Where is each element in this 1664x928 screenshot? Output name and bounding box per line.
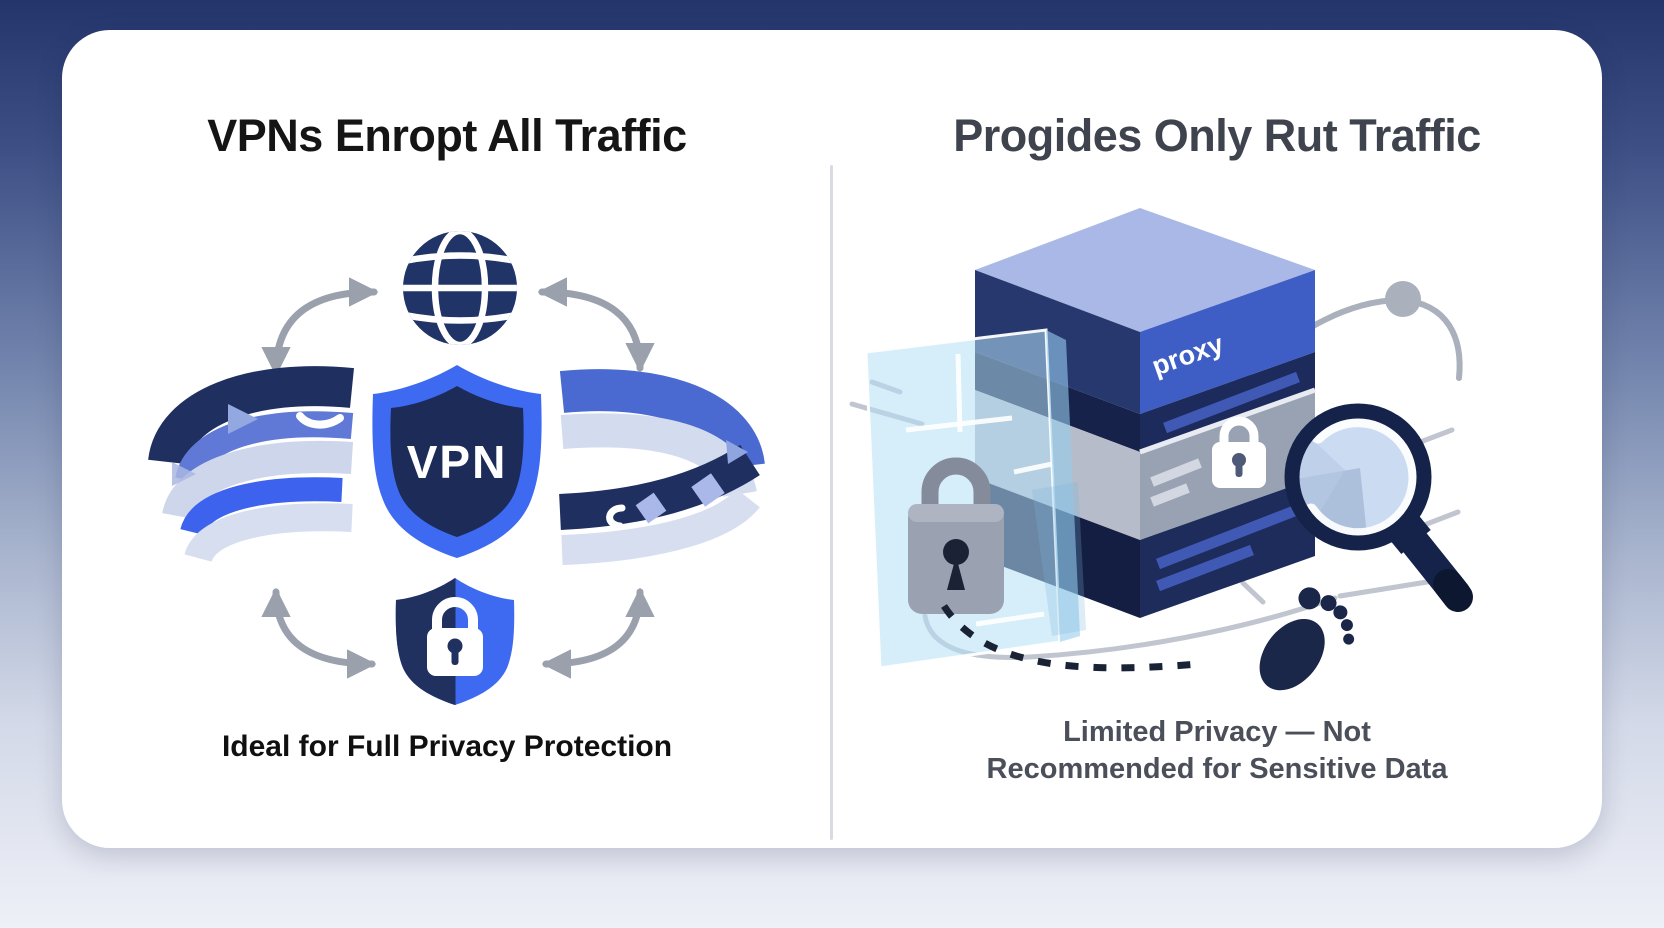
cycle-arrows <box>261 277 655 679</box>
vpn-panel-caption: Ideal for Full Privacy Protection <box>221 730 673 763</box>
vpn-panel: VPN VPNs Enropt All Traffic Ideal for Fu… <box>62 30 832 848</box>
dotted-trace-line <box>941 604 1199 672</box>
proxy-panel-title: Progides Only Rut Traffic <box>953 110 1481 161</box>
comparison-card: VPN VPNs Enropt All Traffic Ideal for Fu… <box>62 30 1602 848</box>
globe-icon <box>403 231 517 345</box>
encrypted-ribbon-left <box>148 366 354 564</box>
proxy-caption-line-1: Limited Privacy — Not <box>1063 716 1371 748</box>
server-lock-icon <box>1212 416 1266 488</box>
vpn-panel-title: VPNs Enropt All Traffic <box>207 110 687 161</box>
proxy-panel: proxy <box>832 30 1602 848</box>
encrypted-ribbon-right <box>559 369 765 565</box>
footprint-icon <box>1259 587 1355 691</box>
padlock-shackle <box>432 597 478 632</box>
proxy-caption-line-2: Recommended for Sensitive Data <box>986 753 1448 785</box>
gray-padlock-icon <box>908 457 1004 614</box>
magnifier-icon <box>1284 403 1473 612</box>
proxy-diagram: proxy <box>849 208 1473 691</box>
panel-divider <box>830 165 833 840</box>
vpn-shield-label: VPN <box>407 436 508 488</box>
padlock-shield-icon <box>395 578 515 705</box>
vpn-diagram: VPN <box>148 231 765 705</box>
proxy-panel-caption: Limited Privacy — Not Recommended for Se… <box>832 714 1602 788</box>
vpn-shield-icon: VPN <box>372 365 542 558</box>
